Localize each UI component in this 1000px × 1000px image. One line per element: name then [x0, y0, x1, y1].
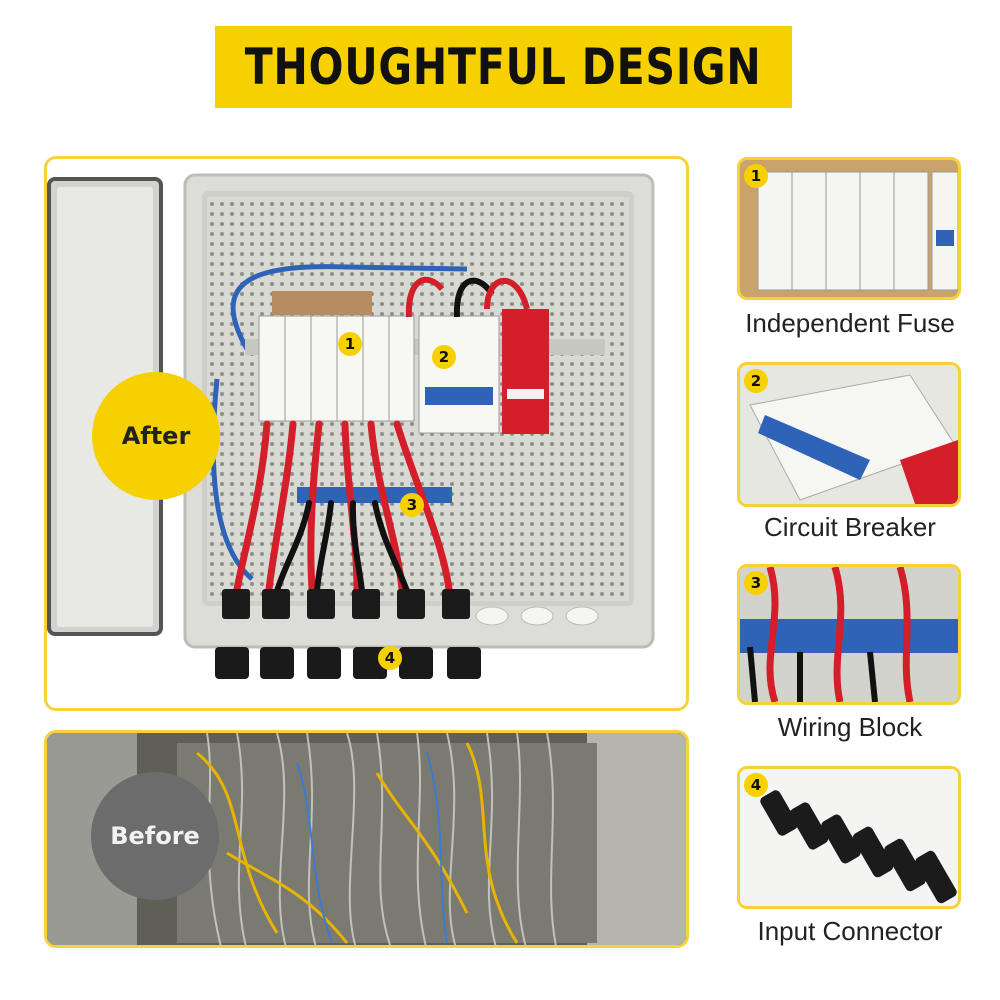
callout-marker-1: 1: [338, 332, 362, 356]
after-label: After: [121, 422, 191, 450]
thumb-number-2: 2: [744, 369, 768, 393]
before-badge: Before: [91, 772, 219, 900]
before-label: Before: [110, 822, 200, 850]
callout-marker-2: 2: [432, 345, 456, 369]
caption-input-connector: Input Connector: [757, 916, 943, 946]
callout-marker-3: 3: [400, 493, 424, 517]
after-product-image: [44, 156, 689, 711]
thumb-number-4: 4: [744, 773, 768, 797]
input-connector-thumbnail: 4: [737, 766, 961, 909]
thumb-number-3: 3: [744, 571, 768, 595]
after-badge: After: [92, 372, 220, 500]
wiring-block-thumbnail: 3: [737, 564, 961, 705]
caption-independent-fuse: Independent Fuse: [745, 308, 955, 338]
circuit-breaker-thumbnail: 2: [737, 362, 961, 507]
caption-circuit-breaker: Circuit Breaker: [764, 512, 936, 542]
title-banner: THOUGHTFUL DESIGN: [215, 26, 792, 108]
caption-wiring-block: Wiring Block: [777, 712, 923, 742]
thumb-number-1: 1: [744, 164, 768, 188]
fuse-thumbnail: 1: [737, 157, 961, 300]
callout-marker-4: 4: [378, 646, 402, 670]
page-title: THOUGHTFUL DESIGN: [245, 38, 762, 96]
